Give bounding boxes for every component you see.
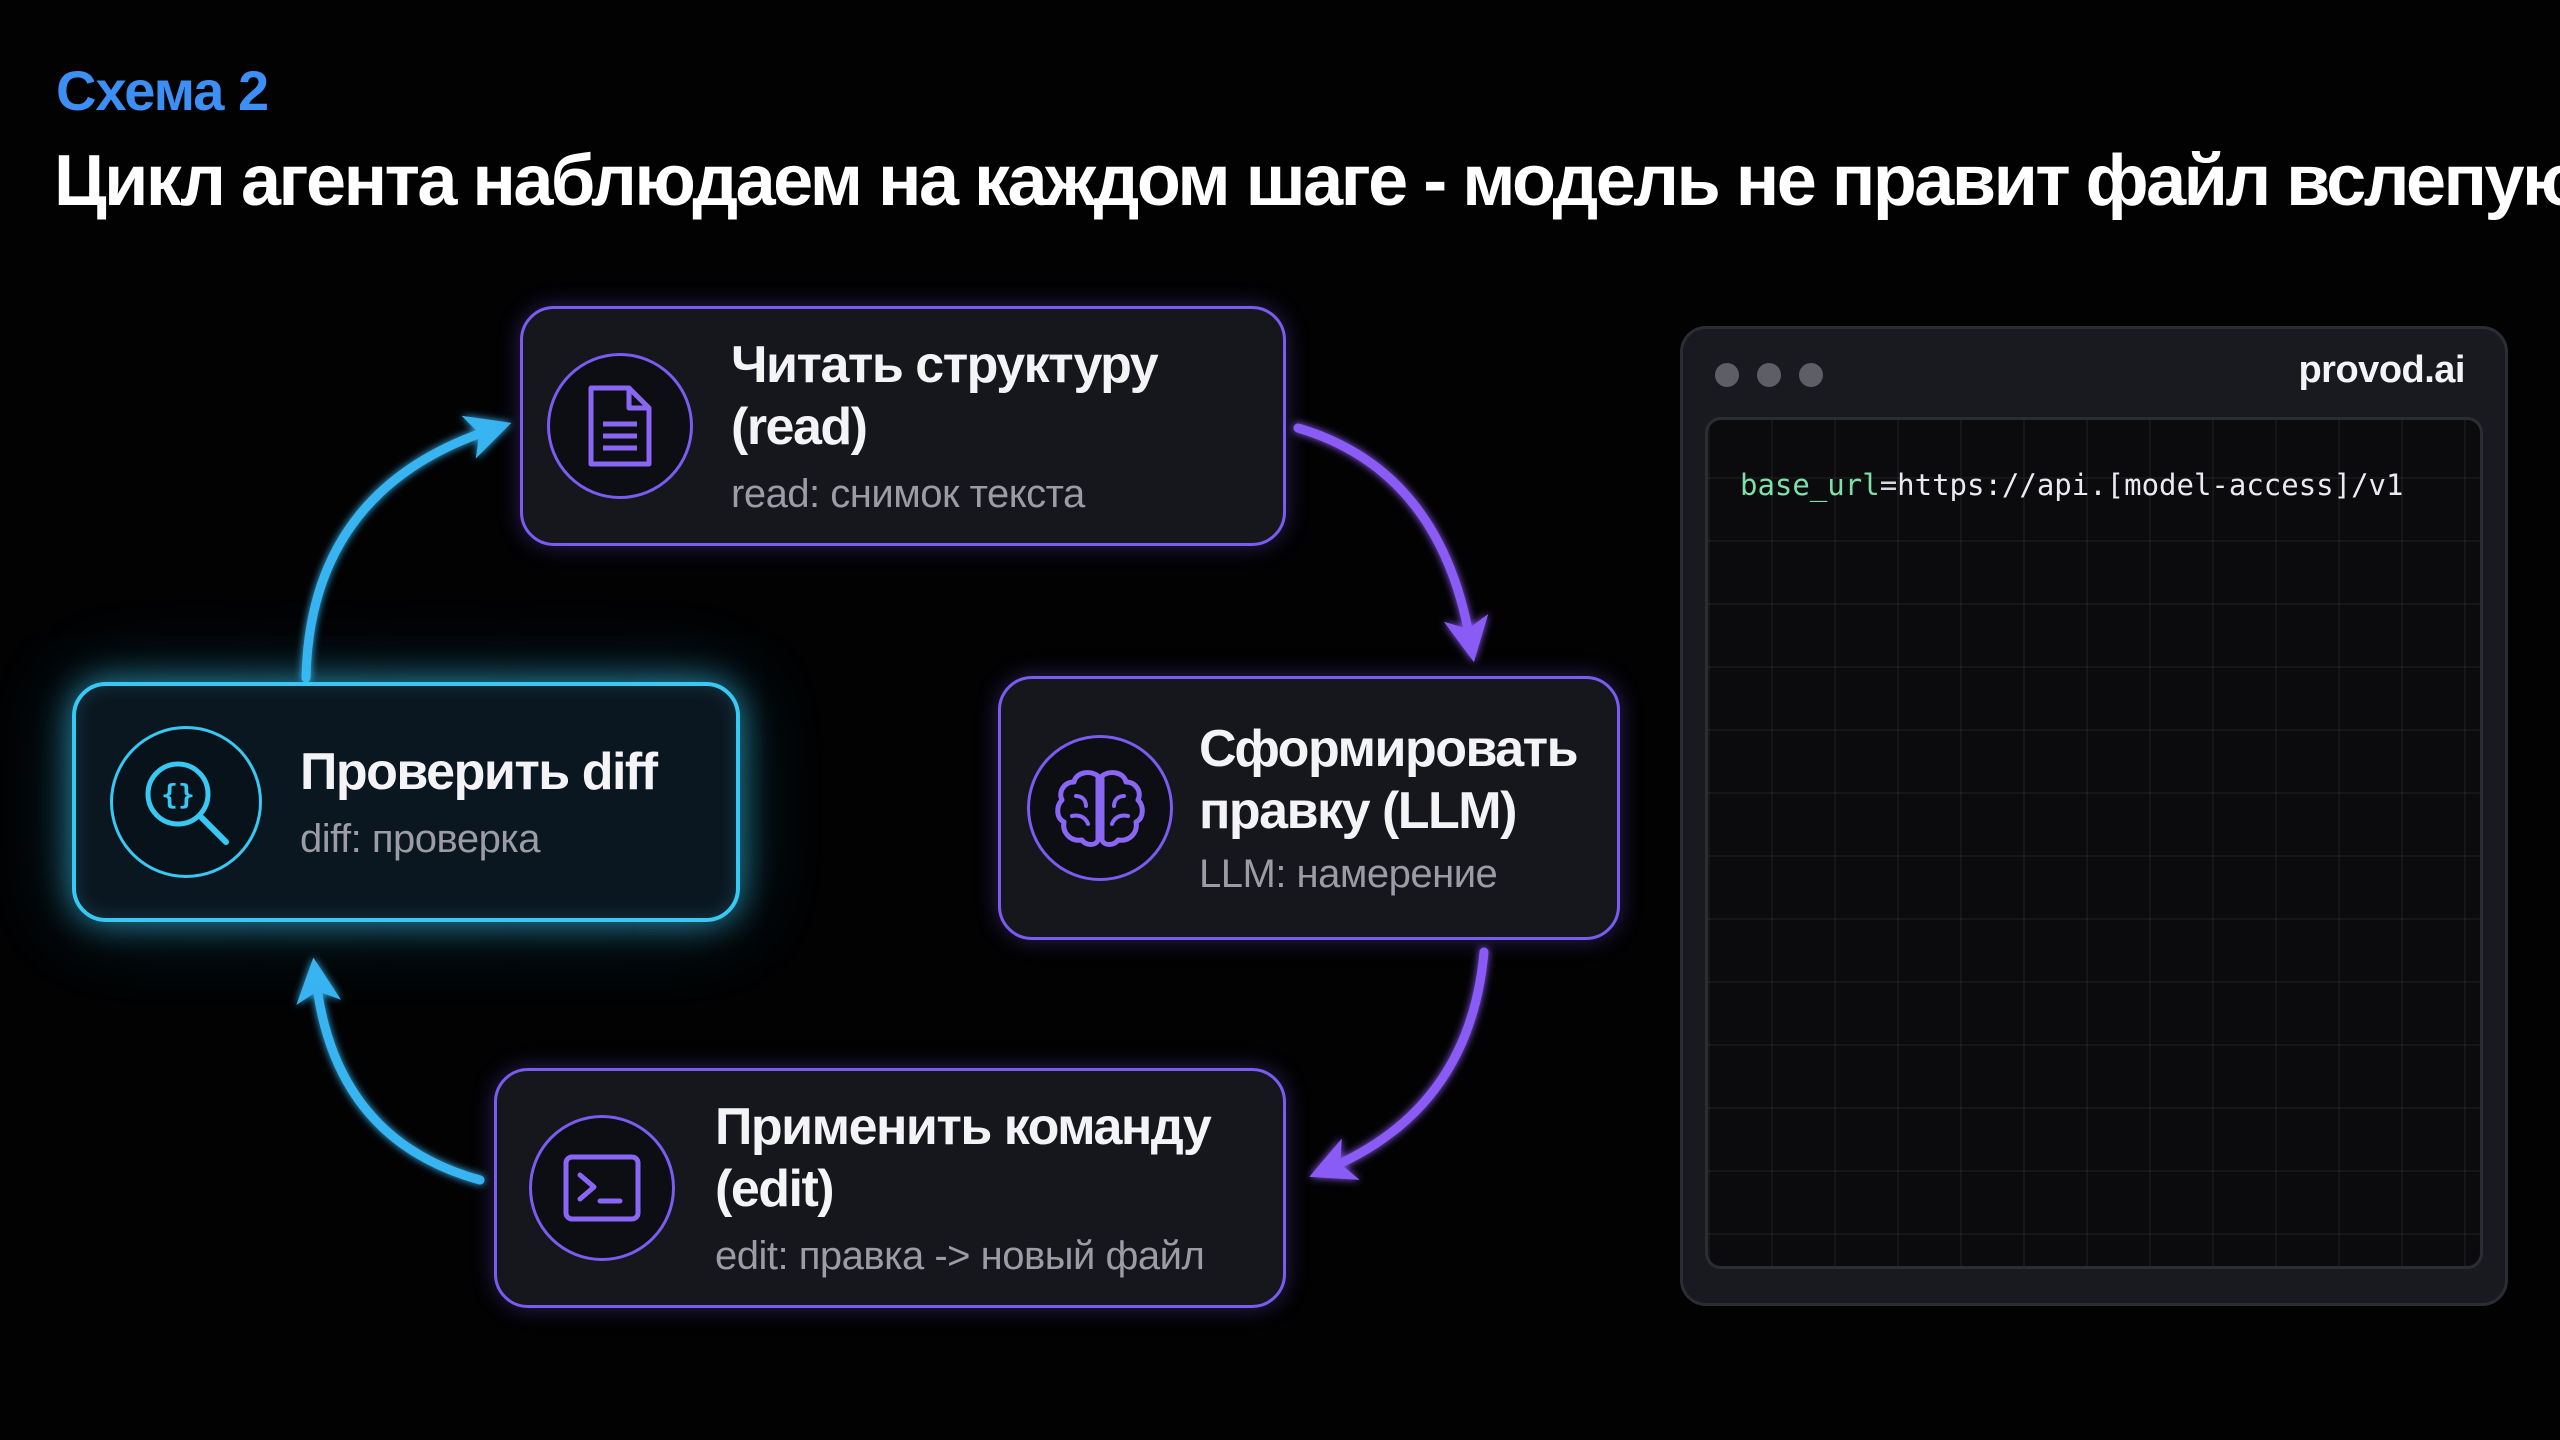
code-key: base_url xyxy=(1740,468,1880,502)
step-llm: Сформировать правку (LLM) LLM: намерение xyxy=(998,676,1620,940)
step-llm-title-line2: правку (LLM) xyxy=(1199,781,1517,840)
terminal-icon xyxy=(529,1115,675,1261)
step-llm-title-line1: Сформировать xyxy=(1199,720,1579,779)
code-window: provod.ai base_url=https://api.[model-ac… xyxy=(1680,326,2508,1306)
arrow-llm-to-edit xyxy=(1309,947,1489,1180)
window-dot-1 xyxy=(1715,363,1739,387)
step-diff-title: Проверить diff xyxy=(300,742,658,801)
window-dot-2 xyxy=(1757,363,1781,387)
step-read-title: Читать структуру (read) xyxy=(731,336,1159,456)
step-diff-subtitle: diff: проверка xyxy=(300,817,540,862)
scheme-label: Схема 2 xyxy=(56,59,269,122)
step-read-subtitle: read: снимок текста xyxy=(731,471,1085,516)
page-title: Цикл агента наблюдаем на каждом шаге - м… xyxy=(54,141,2560,221)
step-edit-subtitle: edit: правка -> новый файл xyxy=(715,1233,1205,1278)
code-value: https://api.[model-access]/v1 xyxy=(1897,468,2404,502)
step-edit: Применить команду (edit) edit: правка ->… xyxy=(494,1068,1286,1308)
step-read: Читать структуру (read) read: снимок тек… xyxy=(520,306,1286,546)
svg-text:{}: {} xyxy=(161,778,195,811)
document-icon xyxy=(547,353,693,499)
code-search-icon: {} xyxy=(110,726,262,878)
step-diff: {} Проверить diff diff: проверка xyxy=(72,682,740,922)
code-equals: = xyxy=(1879,468,1898,502)
arrow-read-to-llm xyxy=(1293,423,1489,663)
terminal-area: base_url=https://api.[model-access]/v1 xyxy=(1705,417,2483,1269)
brand-label: provod.ai xyxy=(2298,349,2465,391)
arrow-edit-to-diff xyxy=(296,957,485,1185)
step-edit-title: Применить команду (edit) xyxy=(715,1098,1212,1218)
step-llm-subtitle: LLM: намерение xyxy=(1199,851,1498,896)
window-dot-3 xyxy=(1799,363,1823,387)
brain-icon xyxy=(1027,735,1173,881)
code-line: base_url=https://api.[model-access]/v1 xyxy=(1740,468,2403,502)
arrow-diff-to-read xyxy=(301,415,512,683)
